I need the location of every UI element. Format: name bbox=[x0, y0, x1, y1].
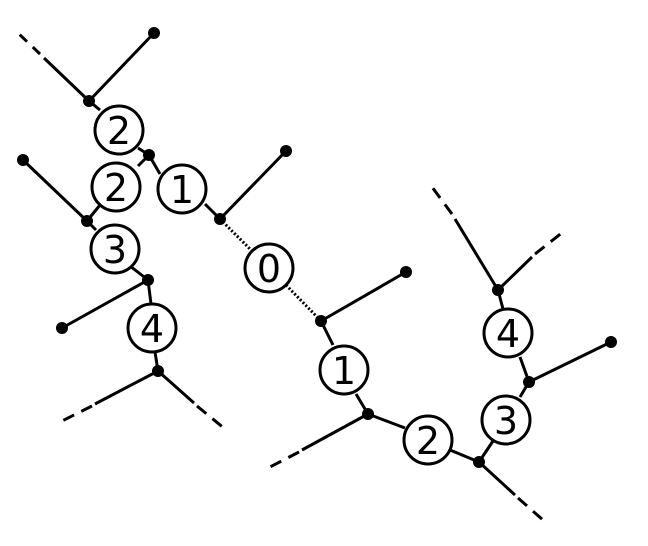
vertex-dot bbox=[362, 408, 374, 420]
edge-r-junction-left bbox=[301, 412, 369, 452]
edge-center-junction-to-leaf bbox=[320, 270, 407, 323]
vertex-dot bbox=[492, 284, 504, 296]
edge-bottom-junction-left-dash bbox=[61, 404, 93, 423]
central-edge-upper bbox=[218, 217, 254, 253]
vertex-dot bbox=[142, 274, 154, 286]
edge-top-r-junction-upper-right bbox=[496, 255, 534, 292]
edge-top-junction-offpage-dash bbox=[16, 31, 42, 56]
edge-hub-to-leaf-top bbox=[218, 149, 288, 221]
central-edge-lower bbox=[284, 283, 323, 323]
label-node-right-first: 1 bbox=[318, 344, 370, 396]
label-right-third-text: 3 bbox=[494, 399, 518, 443]
vertex-dot bbox=[315, 315, 327, 327]
vertex-dot bbox=[605, 336, 617, 348]
edge-bottom-junction-right-dash bbox=[196, 404, 226, 431]
vertex-dot bbox=[81, 215, 93, 227]
label-left-third-text: 3 bbox=[103, 228, 127, 272]
edges bbox=[16, 31, 612, 522]
label-node-left-upper-second: 2 bbox=[93, 104, 145, 156]
edge-rr-junction-offpage-dash bbox=[517, 496, 544, 522]
edge-top-junction-to-leaf bbox=[87, 31, 156, 103]
label-node-left-fourth: 4 bbox=[126, 302, 178, 354]
edge-labels: 0 1 2 2 3 4 1 2 bbox=[89, 104, 534, 466]
edge-top-r-junction-upper-right-dash bbox=[534, 230, 564, 256]
label-left-fourth-text: 4 bbox=[140, 307, 164, 351]
vertex-dot bbox=[148, 27, 160, 39]
label-node-left-third: 3 bbox=[89, 223, 141, 275]
vertex-dot bbox=[17, 154, 29, 166]
label-right-fourth-text: 4 bbox=[496, 312, 520, 356]
label-right-second-text: 2 bbox=[416, 419, 440, 463]
edge-top-r-junction-upper-left bbox=[453, 218, 500, 291]
label-left-upper-second-text: 2 bbox=[107, 109, 131, 153]
vertex-dot bbox=[143, 149, 155, 161]
label-node-central: 0 bbox=[243, 242, 295, 294]
vertex-dot bbox=[400, 266, 412, 278]
label-node-right-fourth: 4 bbox=[482, 307, 534, 359]
vertex-dot bbox=[280, 145, 292, 157]
label-node-left-second: 2 bbox=[90, 161, 142, 213]
label-right-first-text: 1 bbox=[332, 349, 356, 393]
vertex-dot bbox=[473, 456, 485, 468]
edge-bottom-junction-right bbox=[157, 369, 195, 405]
label-left-first-text: 1 bbox=[170, 168, 194, 212]
vertex-dot bbox=[523, 376, 535, 388]
vertices bbox=[17, 27, 617, 468]
vertex-dot bbox=[214, 213, 226, 225]
label-node-right-third: 3 bbox=[480, 394, 532, 446]
vertex-dot bbox=[56, 322, 68, 334]
edge-bottom-junction-left bbox=[94, 369, 159, 406]
edge-mid-junction-to-leaf bbox=[21, 158, 89, 223]
label-central-text: 0 bbox=[257, 247, 281, 291]
edge-top-r-junction-upper-left-dash bbox=[430, 186, 454, 215]
edge-r3-junction-to-leaf bbox=[528, 340, 612, 384]
vertex-dot bbox=[83, 95, 95, 107]
label-node-left-first: 1 bbox=[156, 163, 208, 215]
edge-rr-junction-offpage bbox=[477, 460, 517, 497]
label-node-right-second: 2 bbox=[402, 414, 454, 466]
edge-r-junction-left-dash bbox=[269, 450, 300, 469]
vertex-dot bbox=[152, 365, 164, 377]
edge-low-junction-to-leaf bbox=[61, 278, 149, 330]
edge-r-junction-to-label2 bbox=[367, 412, 406, 430]
edge-top-junction-to-offpage bbox=[42, 56, 91, 103]
label-left-second-text: 2 bbox=[104, 166, 128, 210]
